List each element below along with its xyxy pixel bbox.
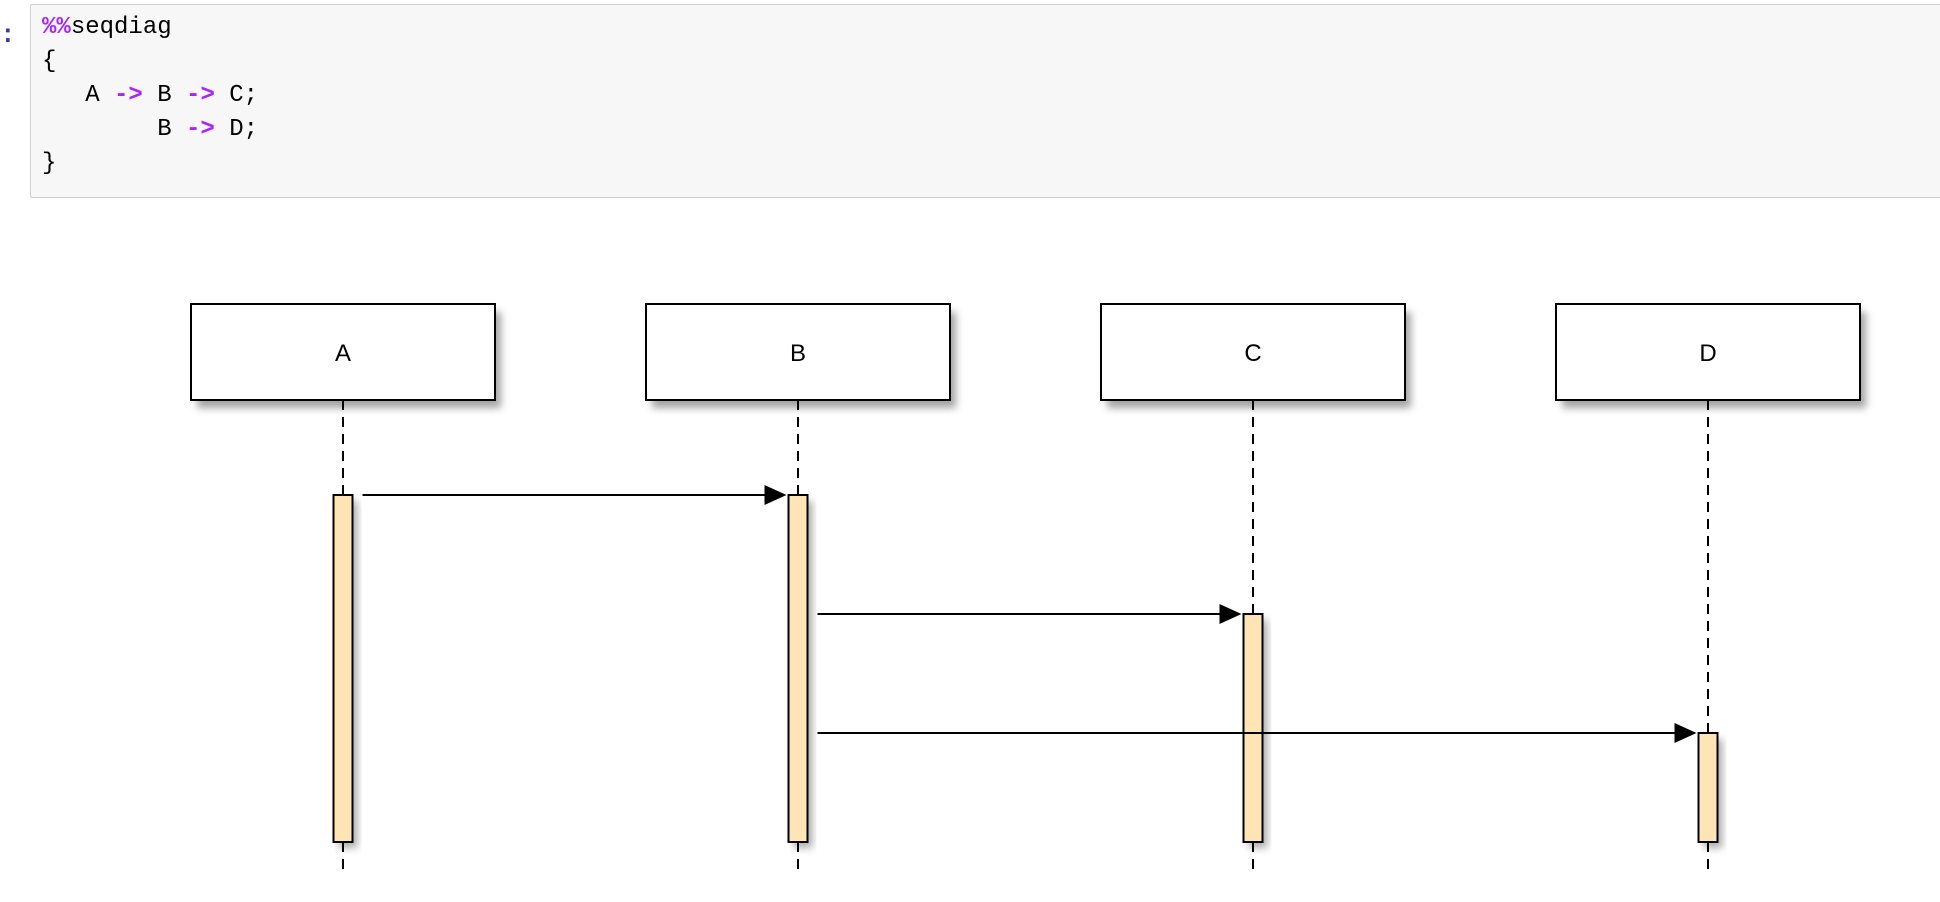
code-line: %%seqdiag bbox=[42, 11, 172, 45]
code-line: A -> B -> C; bbox=[42, 79, 258, 113]
message-arrowhead bbox=[764, 485, 787, 505]
code-token: B bbox=[42, 116, 187, 143]
activation-bar-b bbox=[787, 494, 809, 843]
code-line: { bbox=[42, 45, 56, 79]
code-token: A bbox=[42, 82, 115, 109]
code-keyword: %% bbox=[42, 14, 71, 41]
actor-box-a bbox=[190, 303, 496, 401]
actor-label-d: D bbox=[1699, 340, 1716, 367]
code-token: { bbox=[42, 48, 57, 75]
cell-prompt: : bbox=[0, 20, 16, 50]
actor-box-c bbox=[1100, 303, 1406, 401]
message-arrowhead bbox=[1219, 604, 1242, 624]
code-line: B -> D; bbox=[42, 113, 258, 147]
code-token: } bbox=[42, 150, 57, 177]
message-arrowhead bbox=[1674, 723, 1697, 743]
code-line: } bbox=[42, 147, 56, 181]
code-keyword: -> bbox=[114, 82, 143, 109]
code-token: seqdiag bbox=[70, 14, 172, 41]
code-keyword: -> bbox=[186, 116, 215, 143]
code-cell-editor[interactable]: %%seqdiag { A -> B -> C; B -> D; } bbox=[30, 4, 1940, 198]
actor-box-d bbox=[1555, 303, 1861, 401]
actor-box-b bbox=[645, 303, 951, 401]
actor-label-b: B bbox=[790, 340, 806, 367]
actor-label-c: C bbox=[1244, 340, 1261, 367]
activation-bar-c bbox=[1242, 613, 1264, 843]
actor-label-a: A bbox=[335, 340, 351, 367]
cell-output: A B C D bbox=[0, 198, 1940, 902]
activation-bar-a bbox=[332, 494, 354, 843]
code-keyword: -> bbox=[186, 82, 215, 109]
code-token: C; bbox=[214, 82, 259, 109]
code-token: D; bbox=[214, 116, 259, 143]
activation-bar-d bbox=[1697, 732, 1719, 843]
sequence-diagram: A B C D bbox=[190, 303, 1866, 874]
code-token: B bbox=[142, 82, 187, 109]
